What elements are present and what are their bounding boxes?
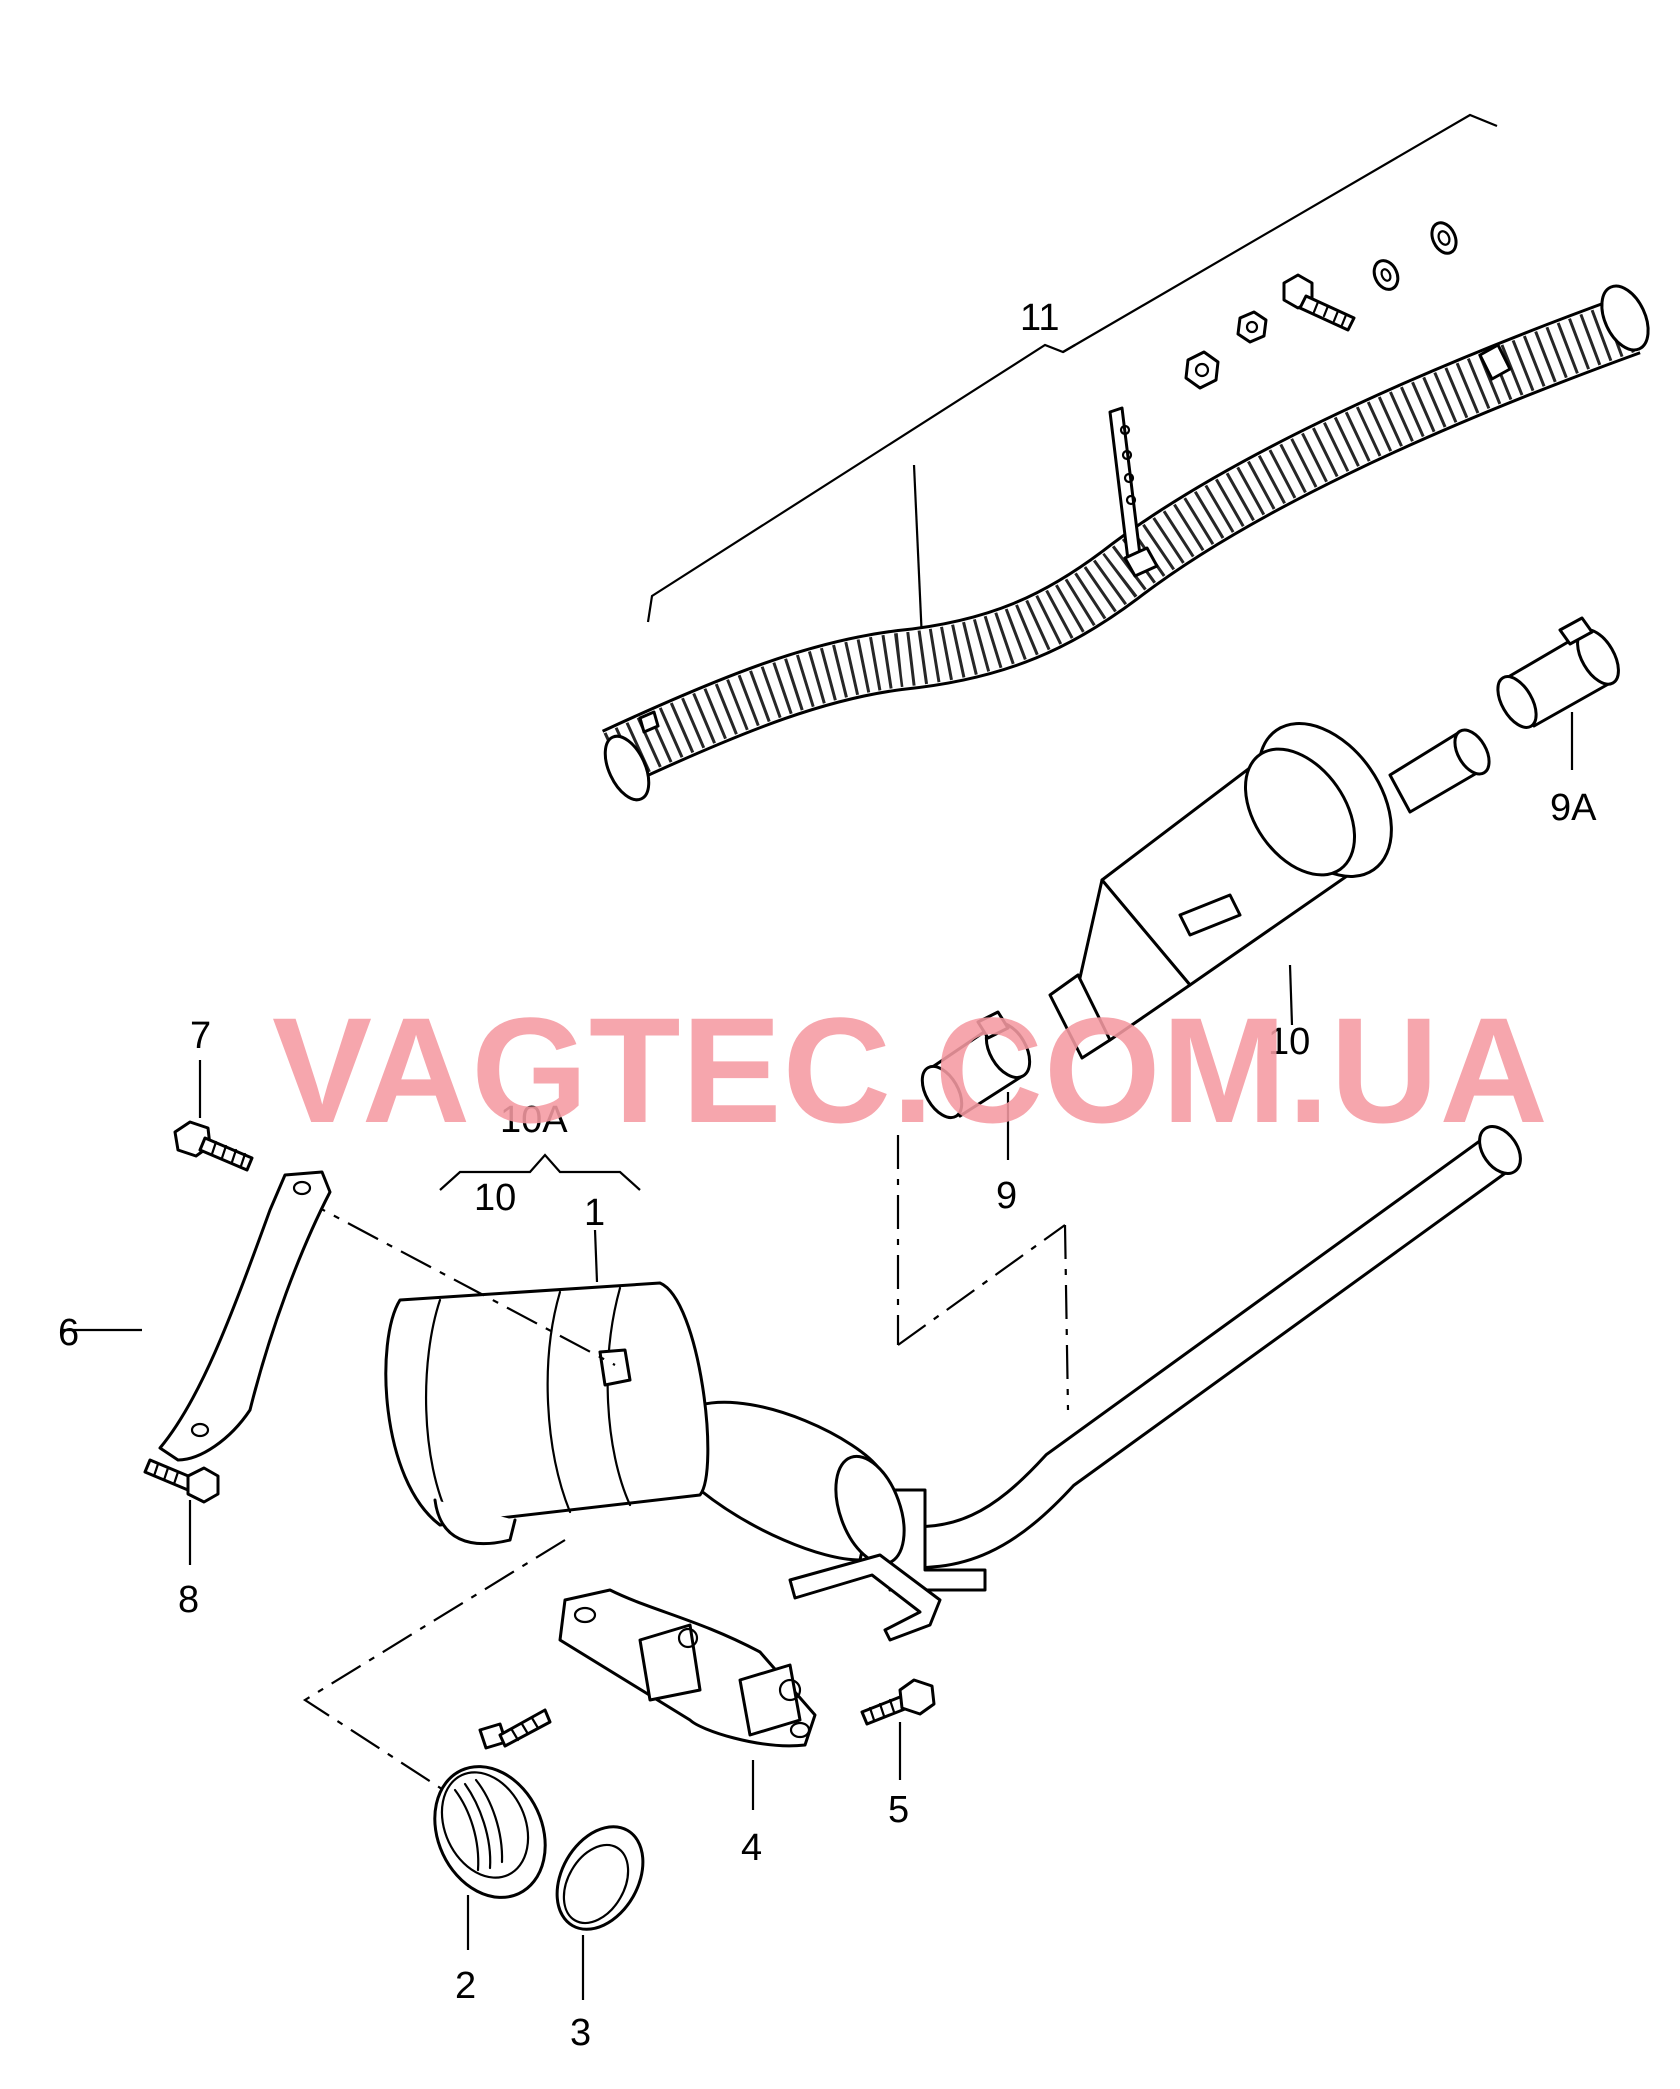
- callout-5: 5: [888, 1789, 909, 1831]
- leader-1: [593, 1229, 599, 1283]
- part-7-bolt: 7: [173, 1015, 254, 1172]
- callout-10a: 10A: [500, 1099, 568, 1141]
- front-pipe-end: [1478, 1125, 1522, 1175]
- callout-11: 11: [1020, 297, 1059, 339]
- callout-4: 4: [741, 1827, 762, 1869]
- part-8-bolt: 8: [143, 1458, 220, 1621]
- group-bracket-10a: 10A 10: [439, 1099, 641, 1219]
- part-1-front-section: 1: [384, 1125, 1522, 1642]
- leader-11: [912, 464, 924, 641]
- part-4-bracket: 4: [558, 1588, 817, 1869]
- assembly-line-c: [1063, 1224, 1070, 1411]
- part-9a-clamp-sleeve: 9A: [1496, 616, 1620, 829]
- seal-ring: [555, 1825, 645, 1931]
- part-5-bolt: 5: [860, 1678, 936, 1831]
- pipe-11-hanger: [1108, 406, 1142, 562]
- part-11-rear-pipe: 11: [601, 113, 1650, 802]
- callout-9a: 9A: [1550, 787, 1597, 829]
- pipe-11-right-end: [1600, 284, 1650, 352]
- pipe-11-right-clamp: [1478, 343, 1512, 381]
- part-9-clamp-sleeve: 9: [920, 1010, 1032, 1217]
- callout-8: 8: [178, 1579, 199, 1621]
- pipe-11-body: [603, 298, 1640, 784]
- watermark-text: VAGTEC.COM.UA: [272, 986, 1549, 1154]
- part-3-seal: 3: [555, 1825, 645, 2054]
- bracket-tick-11: [1062, 344, 1076, 353]
- bent-tube: [788, 1553, 942, 1642]
- pipe-11-left-clamp: [638, 710, 660, 734]
- callout-9: 9: [996, 1175, 1017, 1217]
- strap-body: [158, 1170, 332, 1462]
- callout-1: 1: [584, 1192, 605, 1234]
- bracket-line-10a: [439, 1153, 641, 1191]
- clamp-ring: [433, 1765, 547, 1899]
- callout-10-upper: 10: [1268, 1021, 1310, 1063]
- assembly-line-clamp: [302, 1539, 566, 1831]
- pipe-11-hanger-clamp: [1123, 546, 1159, 578]
- callout-7: 7: [190, 1015, 211, 1057]
- pipe-11-nut-1: [1184, 350, 1220, 390]
- pipe-11-bolt: [1282, 273, 1356, 332]
- callout-6: 6: [58, 1312, 79, 1354]
- pipe-11-left-end: [603, 734, 651, 802]
- assembly-line-bolt7: [294, 1194, 616, 1366]
- bracket-line-11: [646, 113, 1498, 623]
- callout-2: 2: [455, 1965, 476, 2007]
- assembly-line-b: [897, 1224, 1066, 1346]
- pipe-11-nut-2: [1236, 310, 1268, 344]
- muffler-inlet-flange: [433, 1498, 517, 1546]
- pipe-11-washer: [1430, 221, 1458, 255]
- converter-inlet-pipe: [1048, 973, 1112, 1060]
- callout-3: 3: [570, 2012, 591, 2054]
- pipe-11-lock-washer: [1372, 259, 1400, 291]
- leader-10-upper: [1288, 964, 1294, 1026]
- callout-10-group: 10: [474, 1177, 516, 1219]
- part-6-support-strap: 6: [58, 1170, 332, 1462]
- part-2-clamp: 2: [433, 1708, 552, 2007]
- converter-heat-shield-tab: [1178, 893, 1242, 937]
- part-10-converter: 10: [1048, 722, 1491, 1063]
